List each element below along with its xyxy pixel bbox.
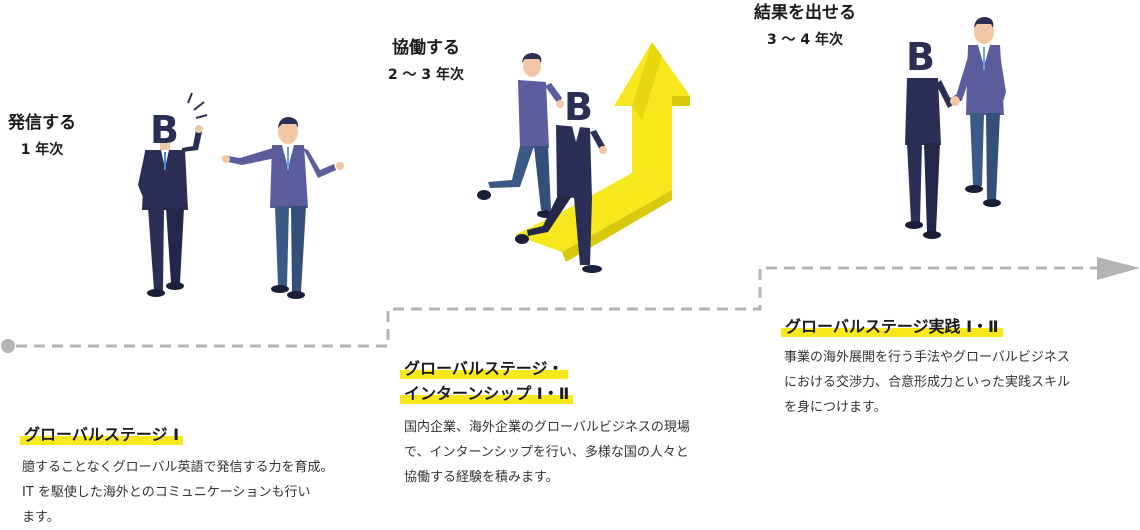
stage-2-header: 協働する 2 ～ 3 年次 (370, 37, 482, 85)
description-line: 国内企業、海外企業のグローバルビジネスの現場 (404, 420, 690, 435)
description-line: ます。 (22, 510, 60, 525)
handshake-icon: B (905, 17, 1006, 239)
businessman-icon (222, 117, 344, 299)
stage-3-header: 結果を出せる 3 ～ 4 年次 (745, 2, 865, 50)
stage-title: 結果を出せる (754, 3, 856, 23)
description-line: 協働する経験を積みます。 (404, 470, 559, 485)
stage-heading-line: グローバルステージ Ⅰ (20, 424, 184, 445)
stage-year: 1 年次 (20, 142, 64, 158)
stage-1-header: 発信する 1 年次 (0, 112, 84, 160)
stage-year: 3 ～ 4 年次 (766, 32, 844, 48)
description-line: を身につけます。 (784, 400, 887, 415)
stage-2-description: 国内企業、海外企業のグローバルビジネスの現場 で、インターンシップを行い、多様な… (404, 415, 764, 490)
stage-title: 発信する (8, 113, 76, 133)
description-line: 臆することなくグローバル英語で発信する力を育成。 (22, 460, 334, 475)
person-b-head-icon: B (515, 85, 607, 273)
stage-3-heading: グローバルステージ実践 Ⅰ・Ⅱ (781, 316, 1003, 337)
stage-1-heading: グローバルステージ Ⅰ (20, 424, 184, 445)
businessman-icon (477, 53, 564, 218)
path-arrow-icon (1, 257, 1140, 353)
badge-letter: B (564, 85, 593, 129)
stage-year: 2 ～ 3 年次 (387, 67, 465, 83)
description-line: における交渉力、合意形成力といった実践スキル (784, 375, 1071, 390)
stage-heading-line: グローバルステージ・ (400, 358, 568, 379)
stage-2-heading: グローバルステージ・ インターンシップ Ⅰ・Ⅱ (400, 358, 574, 404)
stage-heading-line: グローバルステージ実践 Ⅰ・Ⅱ (781, 316, 1003, 337)
stage-heading-line: インターンシップ Ⅰ・Ⅱ (400, 383, 574, 404)
stage-title: 協働する (392, 38, 460, 58)
stage-3-description: 事業の海外展開を行う手法やグローバルビジネス における交渉力、合意形成力といった… (784, 345, 1140, 420)
description-line: 事業の海外展開を行う手法やグローバルビジネス (784, 350, 1070, 365)
stage-1-description: 臆することなくグローバル英語で発信する力を育成。 IT を駆使した海外とのコミュ… (22, 455, 382, 530)
description-line: IT を駆使した海外とのコミュニケーションも行い (22, 485, 311, 500)
description-line: で、インターンシップを行い、多様な国の人々と (404, 445, 689, 460)
person-b-head-icon: B (138, 92, 208, 297)
badge-letter: B (906, 35, 935, 79)
